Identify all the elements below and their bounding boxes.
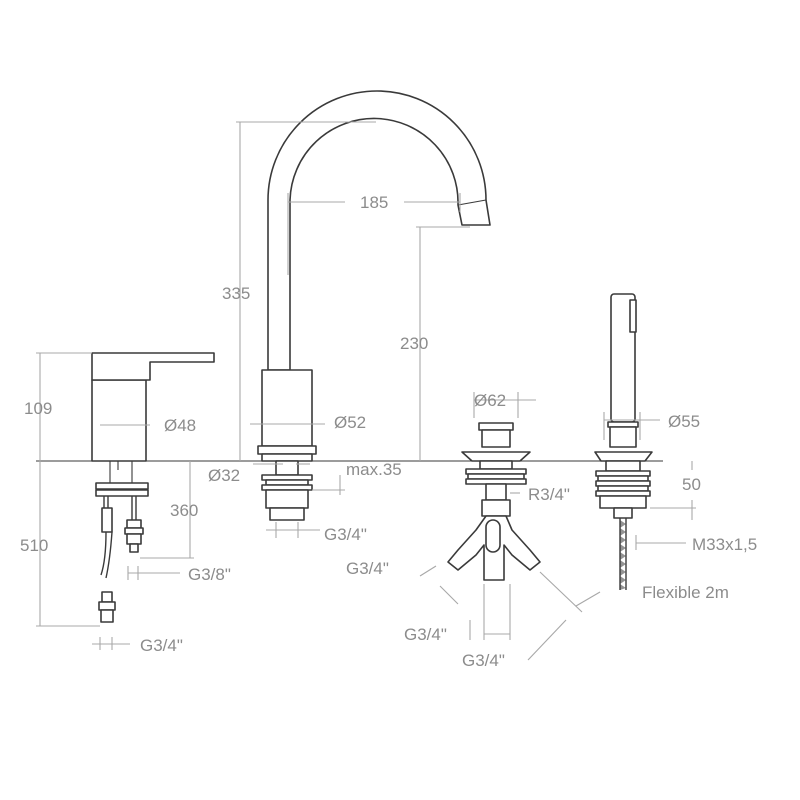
dim-diameter-32: Ø32	[208, 466, 240, 485]
dim-diameter-62: Ø62	[474, 391, 506, 410]
dim-230: 230	[400, 334, 428, 353]
shower-dimensions	[603, 412, 696, 550]
mixer-body	[91, 352, 215, 497]
spout-dimensions	[236, 121, 470, 538]
dim-diameter-52: Ø52	[334, 413, 366, 432]
dim-thread-r34: R3/4"	[528, 485, 570, 504]
dim-thread-g38: G3/8"	[188, 565, 231, 584]
dim-thread-g34-valve-c: G3/4"	[462, 651, 505, 670]
dim-50: 50	[682, 475, 701, 494]
dim-thread-g34-spout: G3/4"	[324, 525, 367, 544]
dim-thread-g34-valve-b: G3/4"	[404, 625, 447, 644]
hand-shower	[594, 293, 653, 590]
valve-dimensions	[419, 392, 601, 661]
dim-510: 510	[20, 536, 48, 555]
mixer-hoses	[98, 496, 144, 623]
dim-185: 185	[360, 193, 388, 212]
dim-335: 335	[222, 284, 250, 303]
dim-thread-g34-mixer: G3/4"	[140, 636, 183, 655]
mixer-dimensions	[36, 352, 194, 650]
dim-max-35: max.35	[346, 460, 402, 479]
dim-diameter-48: Ø48	[164, 416, 196, 435]
dim-thread-m33: M33x1,5	[692, 535, 757, 554]
diverter-valve	[447, 422, 541, 581]
label-flexible-hose: Flexible 2m	[642, 583, 729, 602]
dim-diameter-55: Ø55	[668, 412, 700, 431]
dim-thread-g34-valve-a: G3/4"	[346, 559, 389, 578]
dim-360: 360	[170, 501, 198, 520]
dim-109: 109	[24, 399, 52, 418]
spout-body	[257, 90, 491, 521]
